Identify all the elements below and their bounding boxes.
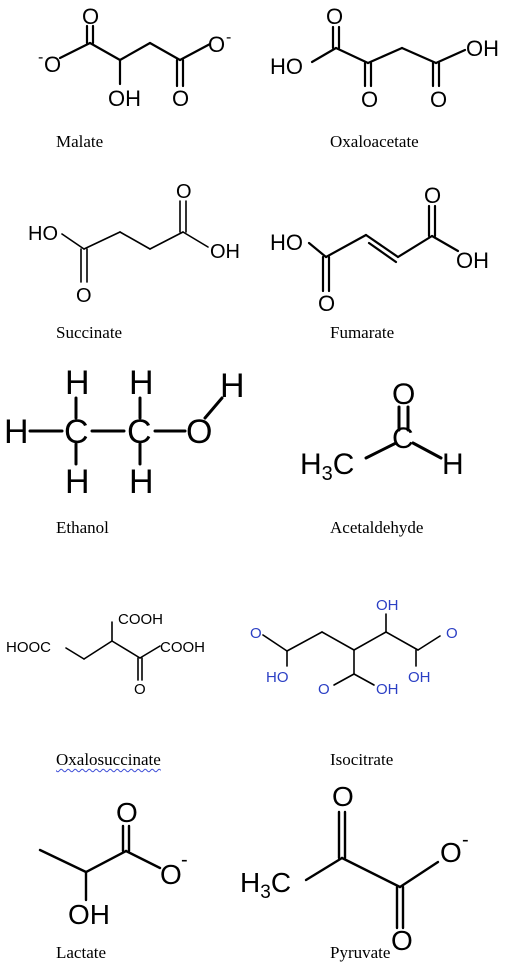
ethanol-c2: C <box>127 413 152 451</box>
label-oxaloacetate: Oxaloacetate <box>330 132 419 151</box>
acetaldehyde-c: C <box>392 422 414 455</box>
oxalosuccinate-structure <box>65 621 161 681</box>
lactate-hydroxyl: OH <box>68 899 110 930</box>
oxaloacetate-structure <box>310 25 467 88</box>
isocitrate-structure <box>262 613 441 686</box>
pyruvate-structure <box>304 810 440 930</box>
ethanol-h-c1-bottom: H <box>65 463 90 501</box>
isocitrate-oh-right: OH <box>408 669 431 686</box>
malate-structure <box>58 24 212 88</box>
oxaloacetate-carbonyl-o: O <box>430 87 447 112</box>
succinate-structure <box>61 200 209 283</box>
pyruvate-methyl: H3C <box>240 867 291 903</box>
ethanol-structure <box>28 396 224 466</box>
oxalosuccinate-cooh-top: COOH <box>118 611 163 628</box>
oxalosuccinate-cooh-right: COOH <box>160 639 205 656</box>
succinate-o-bottom: O <box>76 285 92 307</box>
fumarate-o-bottom: O <box>318 291 335 316</box>
acetaldehyde-structure <box>364 405 443 460</box>
label-fumarate: Fumarate <box>330 323 395 342</box>
oxaloacetate-oh: OH <box>466 36 499 61</box>
ethanol-o: O <box>186 413 212 451</box>
label-oxalosuccinate: Oxalosuccinate <box>56 750 161 769</box>
acetaldehyde-methyl: H3C <box>300 448 354 485</box>
isocitrate-oh-top: OH <box>376 597 399 614</box>
isocitrate-oh-center: OH <box>376 681 399 698</box>
label-succinate: Succinate <box>56 323 123 342</box>
ethanol-h-left: H <box>4 413 29 451</box>
pyruvate-keto-o: O <box>332 781 354 812</box>
isocitrate-o-left: O <box>250 625 262 642</box>
fumarate-ho: HO <box>270 230 303 255</box>
ethanol-h-c2-bottom: H <box>129 463 154 501</box>
label-ethanol: Ethanol <box>56 518 109 537</box>
ethanol-h-c2-top: H <box>129 364 154 402</box>
ethanol-h-hydroxyl: H <box>220 367 245 405</box>
label-isocitrate: Isocitrate <box>330 750 394 769</box>
fumarate-structure <box>307 204 460 293</box>
label-acetaldehyde: Acetaldehyde <box>330 518 424 537</box>
pyruvate-carbonyl-o: O <box>391 925 413 956</box>
label-pyruvate: Pyruvate <box>330 943 391 962</box>
acetaldehyde-o: O <box>392 378 415 411</box>
oxalosuccinate-keto-o: O <box>134 681 146 698</box>
acetaldehyde-h: H <box>442 448 464 481</box>
pyruvate-charge: - <box>462 829 469 851</box>
label-lactate: Lactate <box>56 943 107 962</box>
malate-hydroxyl: OH <box>108 86 141 111</box>
succinate-ho: HO <box>28 223 58 245</box>
ethanol-c1: C <box>64 413 89 451</box>
isocitrate-ho-bottom-left: HO <box>266 669 289 686</box>
oxaloacetate-o-top: O <box>326 4 343 29</box>
malate-charge-right: - <box>226 29 231 46</box>
succinate-oh: OH <box>210 241 240 263</box>
isocitrate-o-right: O <box>446 625 458 642</box>
lactate-charge: - <box>181 849 188 871</box>
malate-carbonyl-o-right: O <box>172 86 189 111</box>
pyruvate-carboxylate-o: O <box>440 837 462 868</box>
malate-carbonyl-o-left: O <box>82 4 99 29</box>
malate-carboxylate-o-right: O <box>208 32 225 57</box>
malate-carboxylate-o-left: O <box>44 52 61 77</box>
succinate-o-top: O <box>176 181 192 203</box>
lactate-carboxylate-o: O <box>160 859 182 890</box>
lactate-structure <box>38 824 162 902</box>
fumarate-oh: OH <box>456 248 489 273</box>
oxalosuccinate-hooc: HOOC <box>6 639 51 656</box>
label-malate: Malate <box>56 132 104 151</box>
oxaloacetate-keto-o: O <box>361 87 378 112</box>
lactate-carbonyl-o: O <box>116 797 138 828</box>
ethanol-h-c1-top: H <box>65 364 90 402</box>
fumarate-o-top: O <box>424 183 441 208</box>
oxaloacetate-ho: HO <box>270 54 303 79</box>
isocitrate-o-center: O <box>318 681 330 698</box>
malate-charge-left: - <box>38 49 43 66</box>
